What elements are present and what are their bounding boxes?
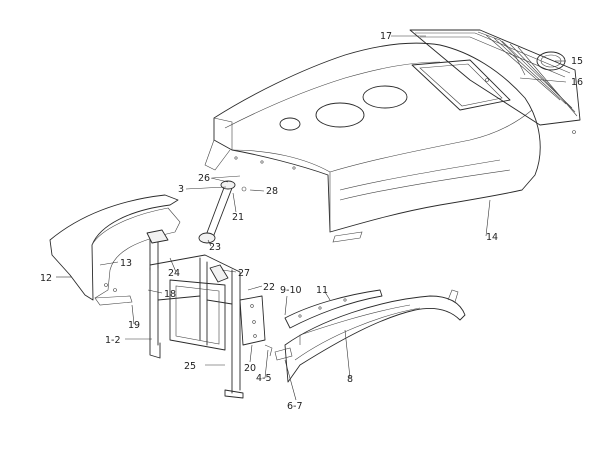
callout-17: 17 xyxy=(380,31,392,42)
support-frame xyxy=(146,229,244,399)
right-fender xyxy=(274,289,466,383)
callouts: 17 15 16 14 26 3 28 21 23 24 27 22 12 13… xyxy=(40,31,583,412)
callout-24: 24 xyxy=(168,268,180,279)
hood xyxy=(204,42,541,243)
callout-8: 8 xyxy=(347,374,353,385)
side-panel xyxy=(239,295,273,357)
callout-eleven: 11 xyxy=(316,285,328,296)
callout-4-5: 4-5 xyxy=(256,373,272,384)
callout-18: 18 xyxy=(164,289,176,300)
callout-28: 28 xyxy=(266,186,278,197)
callout-27: 27 xyxy=(238,268,250,279)
callout-16: 16 xyxy=(571,77,583,88)
callout-22: 22 xyxy=(263,282,275,293)
callout-14: 14 xyxy=(486,232,498,243)
grille xyxy=(409,29,581,134)
callout-25: 25 xyxy=(184,361,196,372)
callout-1-2: 1-2 xyxy=(105,335,121,346)
callout-20: 20 xyxy=(244,363,256,374)
callout-6-7: 6-7 xyxy=(287,401,303,412)
callout-23: 23 xyxy=(209,242,221,253)
callout-13: 13 xyxy=(120,258,132,269)
callout-26: 26 xyxy=(198,173,210,184)
callout-12: 12 xyxy=(40,273,52,284)
callout-15: 15 xyxy=(571,56,583,67)
callout-9-10: 9-10 xyxy=(280,285,302,296)
callout-19: 19 xyxy=(128,320,140,331)
stay-rod xyxy=(198,175,247,244)
callout-3: 3 xyxy=(178,184,184,195)
fender-liner xyxy=(284,289,383,329)
callout-21: 21 xyxy=(232,212,244,223)
leader-lines xyxy=(56,35,567,401)
left-fender xyxy=(49,194,181,306)
